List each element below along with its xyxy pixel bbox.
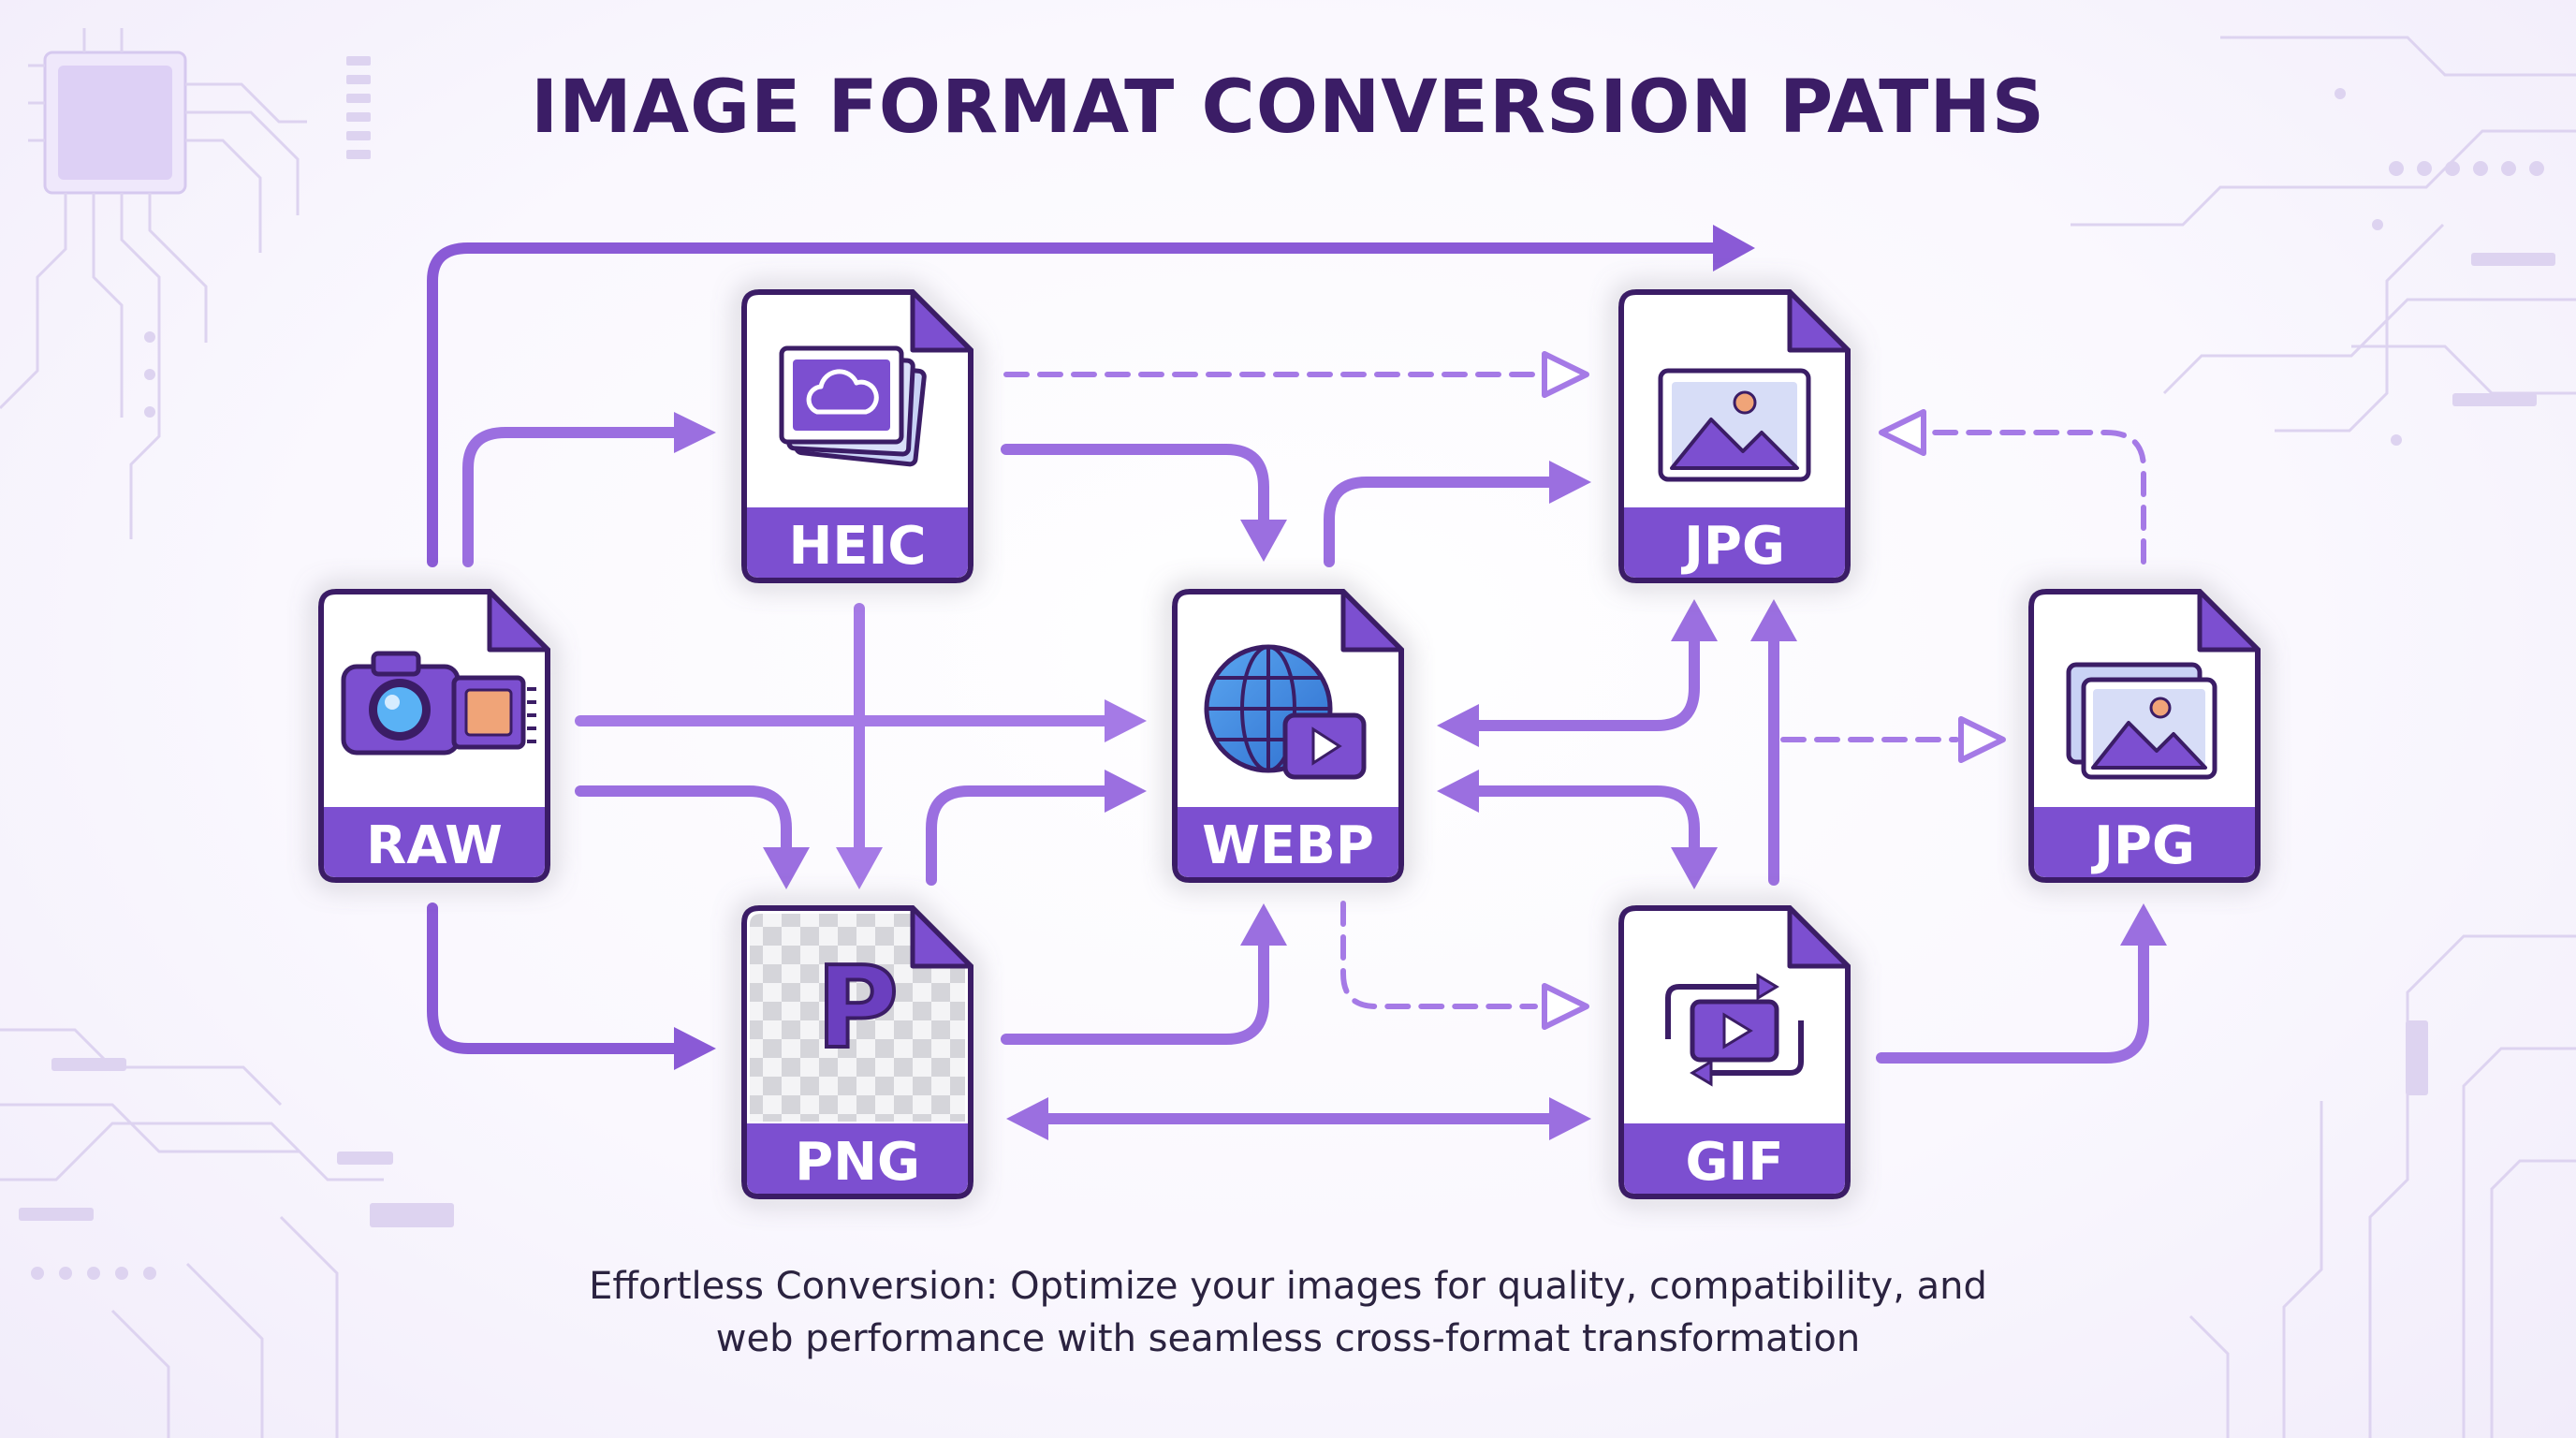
node-heic[interactable]: HEIC (741, 289, 973, 583)
globe-video-icon (1204, 644, 1367, 780)
arrow-webp-to-gif-dashed (1340, 901, 1538, 1009)
node-jpg-right[interactable]: JPG (2028, 589, 2261, 883)
arrow-raw-to-heic (462, 427, 680, 567)
diagram-caption: Effortless Conversion: Optimize your ima… (352, 1260, 2224, 1365)
node-jpg-right-label: JPG (2090, 815, 2195, 876)
image-icon (1658, 368, 1811, 482)
node-gif-label: GIF (1685, 1132, 1783, 1193)
node-png-label: PNG (795, 1132, 920, 1193)
camera-chip-icon (341, 651, 536, 756)
cloud-photo-stack-icon (779, 345, 927, 467)
node-heic-label: HEIC (788, 516, 926, 577)
node-jpg-top-label: JPG (1680, 516, 1785, 577)
node-jpg-top[interactable]: JPG (1618, 289, 1851, 583)
node-raw-label: RAW (366, 815, 503, 876)
arrow-png-to-webp-bottom (1001, 940, 1269, 1045)
loop-play-icon (1665, 973, 1804, 1087)
node-webp[interactable]: WEBP (1172, 589, 1404, 883)
arrow-raw-to-png-bottom (427, 902, 680, 1054)
arrow-jpg-to-webp (1473, 636, 1700, 731)
transparency-p-icon: P (816, 944, 899, 1074)
arrow-heic-to-webp (1001, 444, 1269, 525)
conversion-arrows (427, 225, 2167, 1140)
arrow-webp-to-gif (1473, 785, 1700, 853)
caption-line-2: web performance with seamless cross-form… (715, 1317, 1861, 1360)
arrow-raw-to-png (575, 785, 792, 853)
diagram-title: IMAGE FORMAT CONVERSION PATHS (531, 66, 2045, 150)
arrow-jpg-right-to-jpg-top-dashed (1925, 430, 2146, 565)
node-gif[interactable]: GIF (1618, 905, 1851, 1199)
arrow-webp-to-jpg (1324, 477, 1555, 567)
node-raw[interactable]: RAW (318, 589, 550, 883)
node-png[interactable]: PNG P (741, 905, 973, 1199)
caption-line-1: Effortless Conversion: Optimize your ima… (589, 1265, 1987, 1308)
arrow-raw-to-jpg (427, 242, 1719, 567)
node-webp-label: WEBP (1202, 815, 1374, 876)
arrow-png-to-webp (926, 785, 1110, 886)
circuit-dots (19, 56, 2555, 1280)
arrow-gif-to-jpg-right (1876, 940, 2149, 1064)
image-stack-icon (2066, 662, 2217, 780)
